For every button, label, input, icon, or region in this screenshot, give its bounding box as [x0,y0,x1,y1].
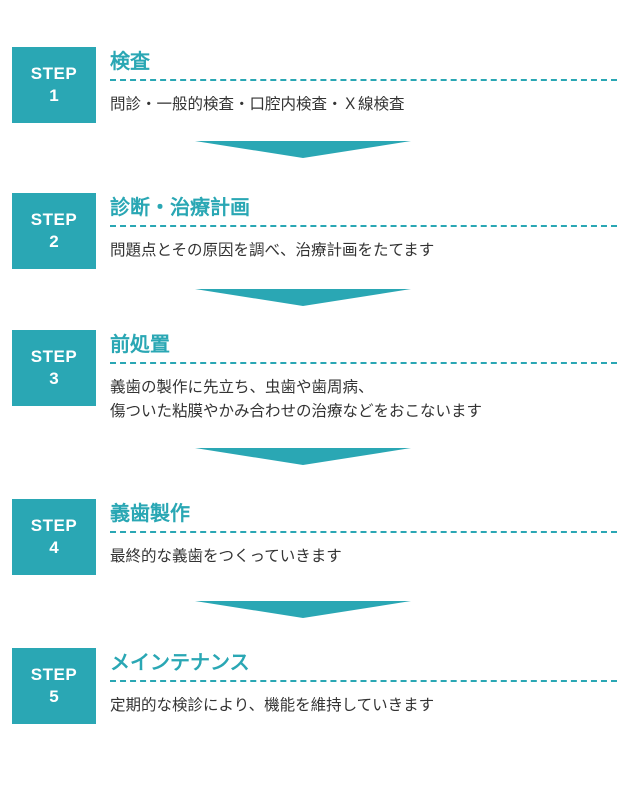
dashed-divider [110,225,617,227]
step-content: 義歯製作 最終的な義歯をつくっていきます [110,499,617,568]
step-title: メインテナンス [110,650,250,674]
step-content: メインテナンス 定期的な検診により、機能を維持していきます [110,648,617,717]
step-number: 2 [49,232,59,251]
step-title: 前処置 [110,332,170,356]
step-title: 検査 [110,49,150,73]
step-title: 診断・治療計画 [110,195,250,219]
step-badge: STEP 2 [12,193,96,269]
down-arrow-icon [195,289,411,306]
step-title: 義歯製作 [110,501,190,525]
step-label: STEP [30,210,78,229]
step-description: 定期的な検診により、機能を維持していきます [110,696,435,714]
step-badge: STEP 1 [12,47,96,123]
dashed-divider [110,362,617,364]
step-label: STEP [30,665,78,684]
step-label: STEP [30,64,78,83]
step-number: 3 [49,369,59,388]
step-label: STEP [30,516,78,535]
step-content: 前処置 義歯の製作に先立ち、虫歯や歯周病、 傷ついた粘膜やかみ合わせの治療などを… [110,330,617,423]
down-arrow-icon [195,141,411,158]
dashed-divider [110,79,617,81]
step-description: 問診・一般的検査・口腔内検査・Ｘ線検査 [110,95,405,113]
step-number: 5 [49,687,59,706]
dashed-divider [110,680,617,682]
step-description: 最終的な義歯をつくっていきます [110,547,342,565]
down-arrow-icon [195,448,411,465]
step-badge: STEP 3 [12,330,96,406]
down-arrow-icon [195,601,411,618]
step-description: 義歯の製作に先立ち、虫歯や歯周病、 傷ついた粘膜やかみ合わせの治療などをおこない… [110,378,483,420]
dashed-divider [110,531,617,533]
step-description: 問題点とその原因を調べ、治療計画をたてます [110,241,435,259]
step-content: 診断・治療計画 問題点とその原因を調べ、治療計画をたてます [110,193,617,262]
step-badge: STEP 5 [12,648,96,724]
step-number: 4 [49,538,59,557]
step-label: STEP [30,347,78,366]
step-content: 検査 問診・一般的検査・口腔内検査・Ｘ線検査 [110,47,617,116]
step-badge: STEP 4 [12,499,96,575]
step-number: 1 [49,86,59,105]
